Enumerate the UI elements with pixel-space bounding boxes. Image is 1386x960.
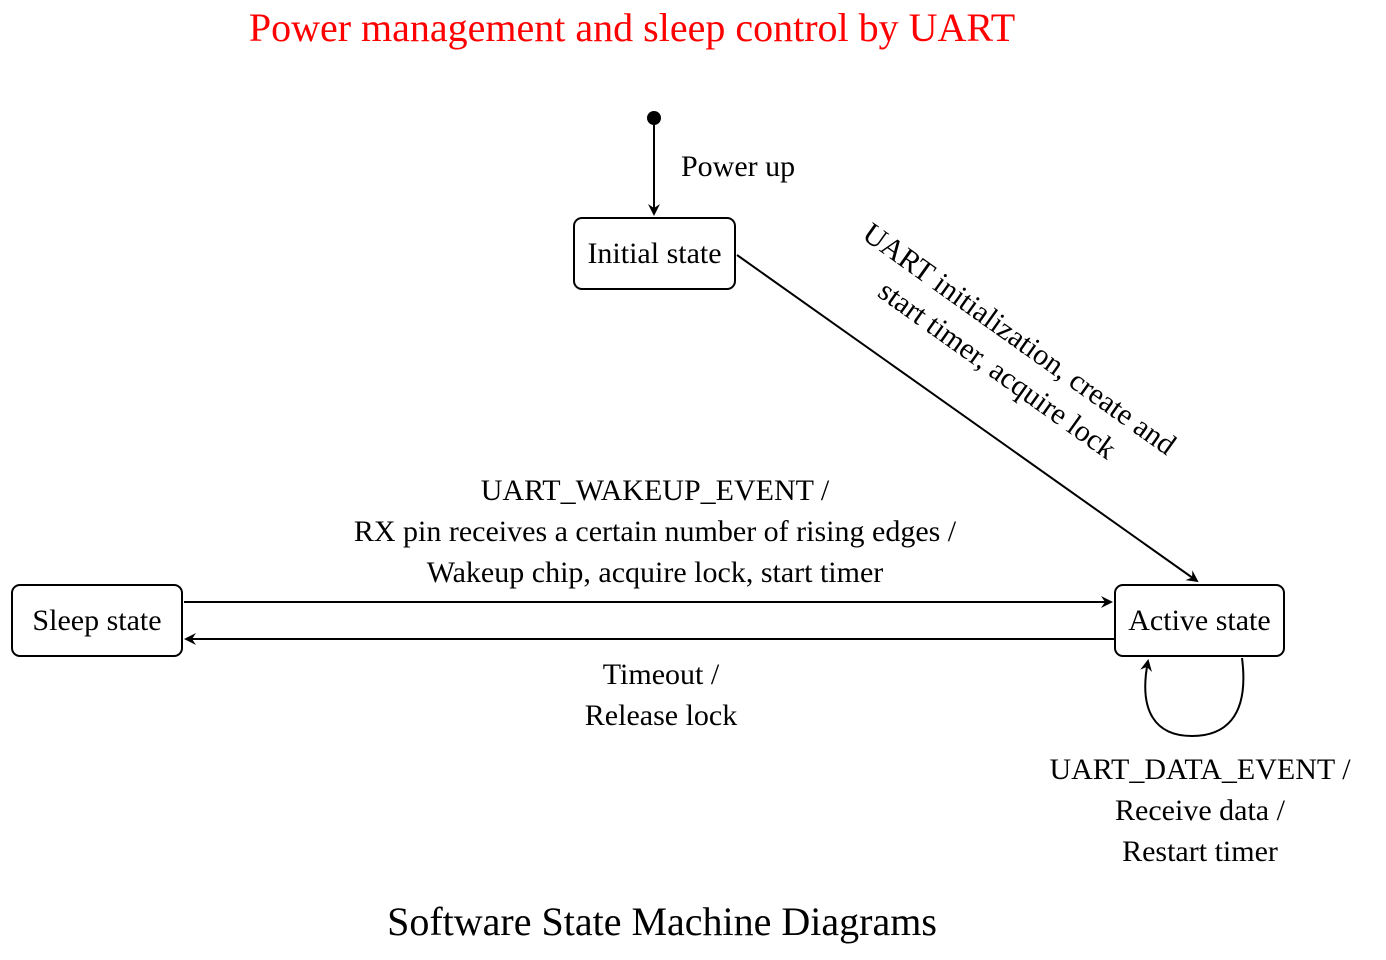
- diagram-title: Power management and sleep control by UA…: [248, 5, 1016, 50]
- sleep-state-label: Sleep state: [32, 603, 162, 637]
- active-self-loop-line-1: UART_DATA_EVENT /: [1049, 753, 1351, 786]
- active-to-sleep-line-1: Timeout /: [602, 658, 720, 691]
- active-to-sleep-line-2: Release lock: [584, 699, 738, 732]
- active-to-sleep-label: Timeout / Release lock: [511, 654, 811, 736]
- diagram-caption: Software State Machine Diagrams: [387, 899, 937, 944]
- sleep-to-active-label: UART_WAKEUP_EVENT / RX pin receives a ce…: [305, 470, 1005, 593]
- initial-pseudostate-dot: [647, 111, 661, 125]
- active-state-label: Active state: [1128, 603, 1271, 637]
- initial-state-node: Initial state: [573, 217, 736, 290]
- active-self-loop-label: UART_DATA_EVENT / Receive data / Restart…: [1020, 749, 1380, 872]
- active-self-loop-arrow: [1140, 657, 1245, 738]
- active-self-loop-line-2: Receive data /: [1115, 794, 1285, 827]
- sleep-to-active-line-2: RX pin receives a certain number of risi…: [353, 515, 957, 548]
- active-state-node: Active state: [1114, 584, 1285, 657]
- init-to-active-arrow: [736, 254, 1199, 583]
- power-up-label: Power up: [681, 150, 796, 183]
- sleep-state-node: Sleep state: [11, 584, 183, 657]
- sleep-to-active-line-3: Wakeup chip, acquire lock, start timer: [426, 556, 884, 589]
- initial-state-label: Initial state: [587, 236, 722, 270]
- sleep-to-active-line-1: UART_WAKEUP_EVENT /: [480, 474, 830, 507]
- active-self-loop-line-3: Restart timer: [1122, 835, 1278, 868]
